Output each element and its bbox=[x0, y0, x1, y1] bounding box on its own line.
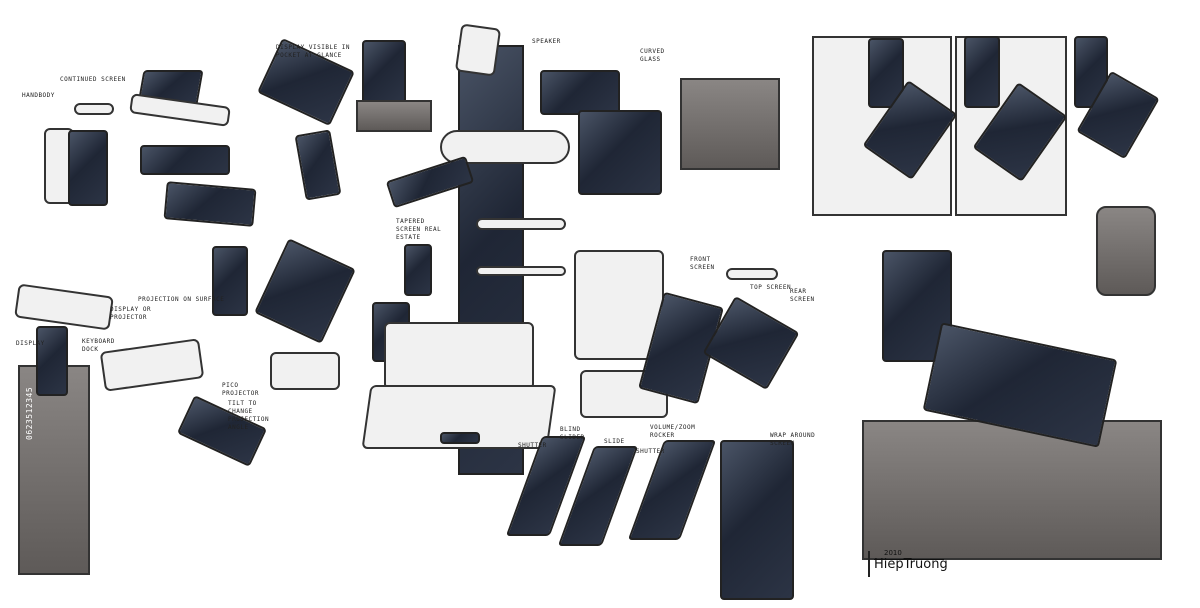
annotation-rear-screen: Rear screen bbox=[790, 288, 815, 303]
artist-signature: 2010 HiepTruong bbox=[868, 549, 948, 577]
phone-sideview-clip bbox=[454, 23, 502, 77]
annotation-keyboard-dock: Keyboard dock bbox=[82, 338, 115, 353]
annotation-handset: Handbody bbox=[22, 92, 55, 99]
annotation-blind-slider: Blind slider bbox=[560, 426, 585, 441]
phone-stand bbox=[212, 246, 248, 316]
keypad-digits: 0623512345 bbox=[25, 386, 34, 440]
signature-name: HiepTruong bbox=[874, 557, 948, 572]
annotation-curved-glass: Curved glass bbox=[640, 48, 665, 63]
laptop-phone-slot bbox=[440, 432, 480, 444]
phone-slider bbox=[163, 181, 257, 227]
annotation-display: Display bbox=[16, 340, 45, 347]
pico-projector-sketch bbox=[270, 352, 340, 390]
phone-landscape bbox=[140, 145, 230, 175]
phone-tapered-1 bbox=[404, 244, 432, 296]
annotation-display-projector: Display or projector bbox=[110, 306, 152, 321]
phone-edge-1 bbox=[476, 218, 566, 230]
phone-top-view bbox=[74, 103, 114, 115]
display-panel bbox=[36, 326, 68, 396]
annotation-tilt: Tilt to change projection angle bbox=[228, 400, 270, 431]
signature-underline bbox=[874, 559, 944, 560]
phone-curved-glass bbox=[578, 110, 662, 195]
annotation-front-screen: Front screen bbox=[690, 256, 715, 271]
annotation-tapered-screen: Tapered screen real estate bbox=[396, 218, 442, 241]
phone-upright-2 bbox=[964, 36, 1000, 108]
annotation-projection-surface: Projection on surface bbox=[138, 296, 225, 303]
annotation-shutter-1: Shutter bbox=[518, 442, 547, 449]
phone-front-outline bbox=[574, 250, 664, 360]
phone-slider-base bbox=[356, 100, 432, 132]
phone-half-open bbox=[294, 129, 342, 201]
keypad-phone-sketch bbox=[18, 365, 90, 575]
annotation-wrap-screen: Wrap around screen bbox=[770, 432, 816, 447]
top-screen-phone bbox=[726, 268, 778, 280]
phone-screen bbox=[68, 130, 108, 206]
annotation-top-screen: Top screen bbox=[750, 284, 792, 291]
phone-tilted-large bbox=[254, 238, 356, 344]
annotation-speaker: Speaker bbox=[532, 38, 561, 45]
dock-base-large bbox=[862, 420, 1162, 560]
annotation-slider: Slide bbox=[604, 438, 625, 445]
keyboard-case-sketch bbox=[14, 283, 114, 331]
phone-slider-top bbox=[362, 40, 406, 104]
phone-speaker-view bbox=[540, 70, 620, 115]
annotation-shutter-2: Shutter bbox=[636, 448, 665, 455]
annotation-volume-rocker: Volume/zoom rocker bbox=[650, 424, 696, 439]
laptop-screen bbox=[384, 322, 534, 390]
wrap-screen-phone bbox=[720, 440, 794, 600]
phone-edge-2 bbox=[476, 266, 566, 276]
phone-upright-3 bbox=[1074, 36, 1108, 108]
phone-side-profile bbox=[1096, 206, 1156, 296]
annotation-continued-screen: Continued screen bbox=[60, 76, 126, 83]
annotation-pico-projector: Pico projector bbox=[222, 382, 260, 397]
annotation-display-visible: Display visible in pocket at glance bbox=[276, 44, 351, 59]
phone-dock-front bbox=[680, 78, 780, 170]
signature-year: 2010 bbox=[884, 549, 902, 557]
